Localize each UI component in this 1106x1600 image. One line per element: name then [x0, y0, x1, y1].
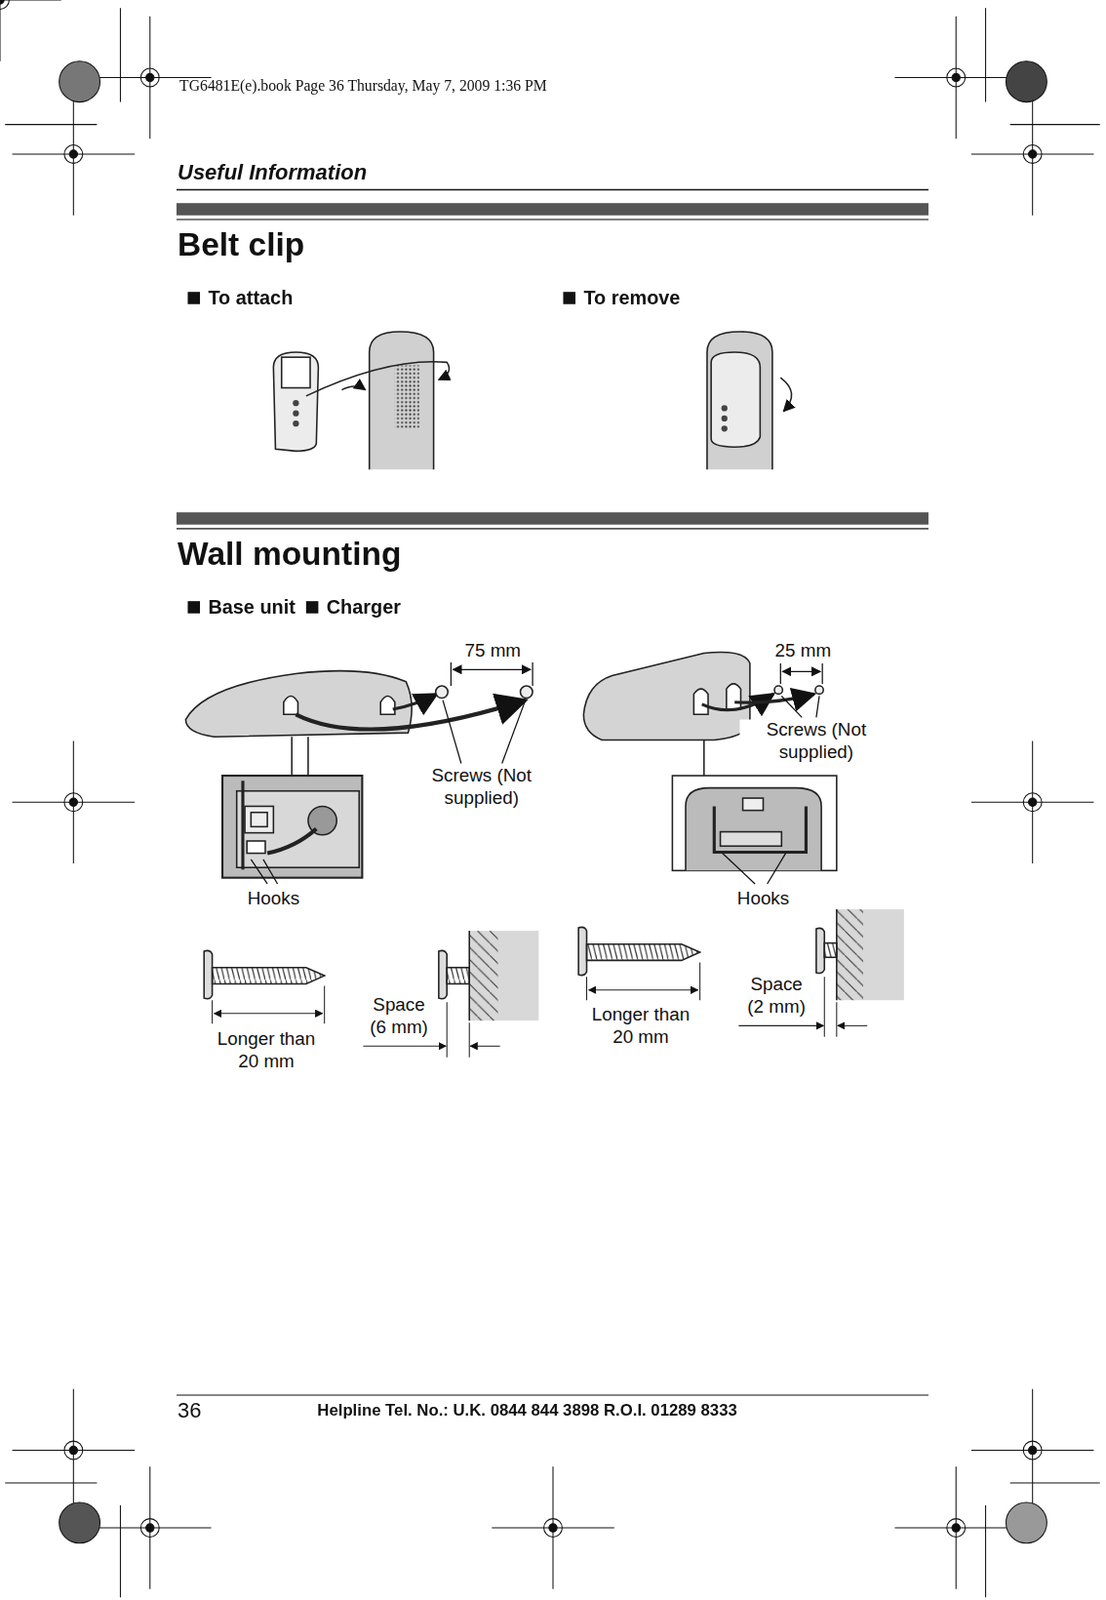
part-label: Hooks — [233, 887, 316, 910]
page-number: 36 — [177, 1396, 201, 1422]
print-header: TG6481E(e).book Page 36 Thursday, May 7,… — [179, 76, 548, 95]
helpline-footer: Helpline Tel. No.: U.K. 0844 844 3898 R.… — [316, 1399, 737, 1420]
subheading: To attach — [207, 286, 293, 311]
dimension-label: Longer than 20 mm — [585, 1003, 696, 1048]
subheading: Base unit — [207, 595, 295, 620]
dimension-label: Space (2 mm) — [745, 973, 809, 1018]
section-rules — [176, 190, 929, 1395]
part-label: Screws (Not supplied) — [404, 765, 558, 810]
dimension-label: Longer than 20 mm — [211, 1027, 322, 1072]
part-label: Hooks — [722, 887, 805, 910]
charger-leaders — [722, 663, 824, 884]
dimension-label: Space (6 mm) — [367, 993, 432, 1038]
heading: Wall mounting — [177, 533, 401, 573]
dimension-label: 75 mm — [446, 639, 539, 663]
dimension-label: 25 mm — [761, 639, 844, 663]
subheading: Charger — [326, 595, 401, 620]
belt-clip-remove-illustration — [707, 331, 792, 470]
subheading: To remove — [583, 286, 680, 311]
belt-clip-attach-illustration — [273, 331, 449, 470]
part-label: Screws (Not supplied) — [739, 719, 893, 764]
heading: Belt clip — [177, 224, 305, 264]
section-header: Useful Information — [177, 158, 367, 185]
